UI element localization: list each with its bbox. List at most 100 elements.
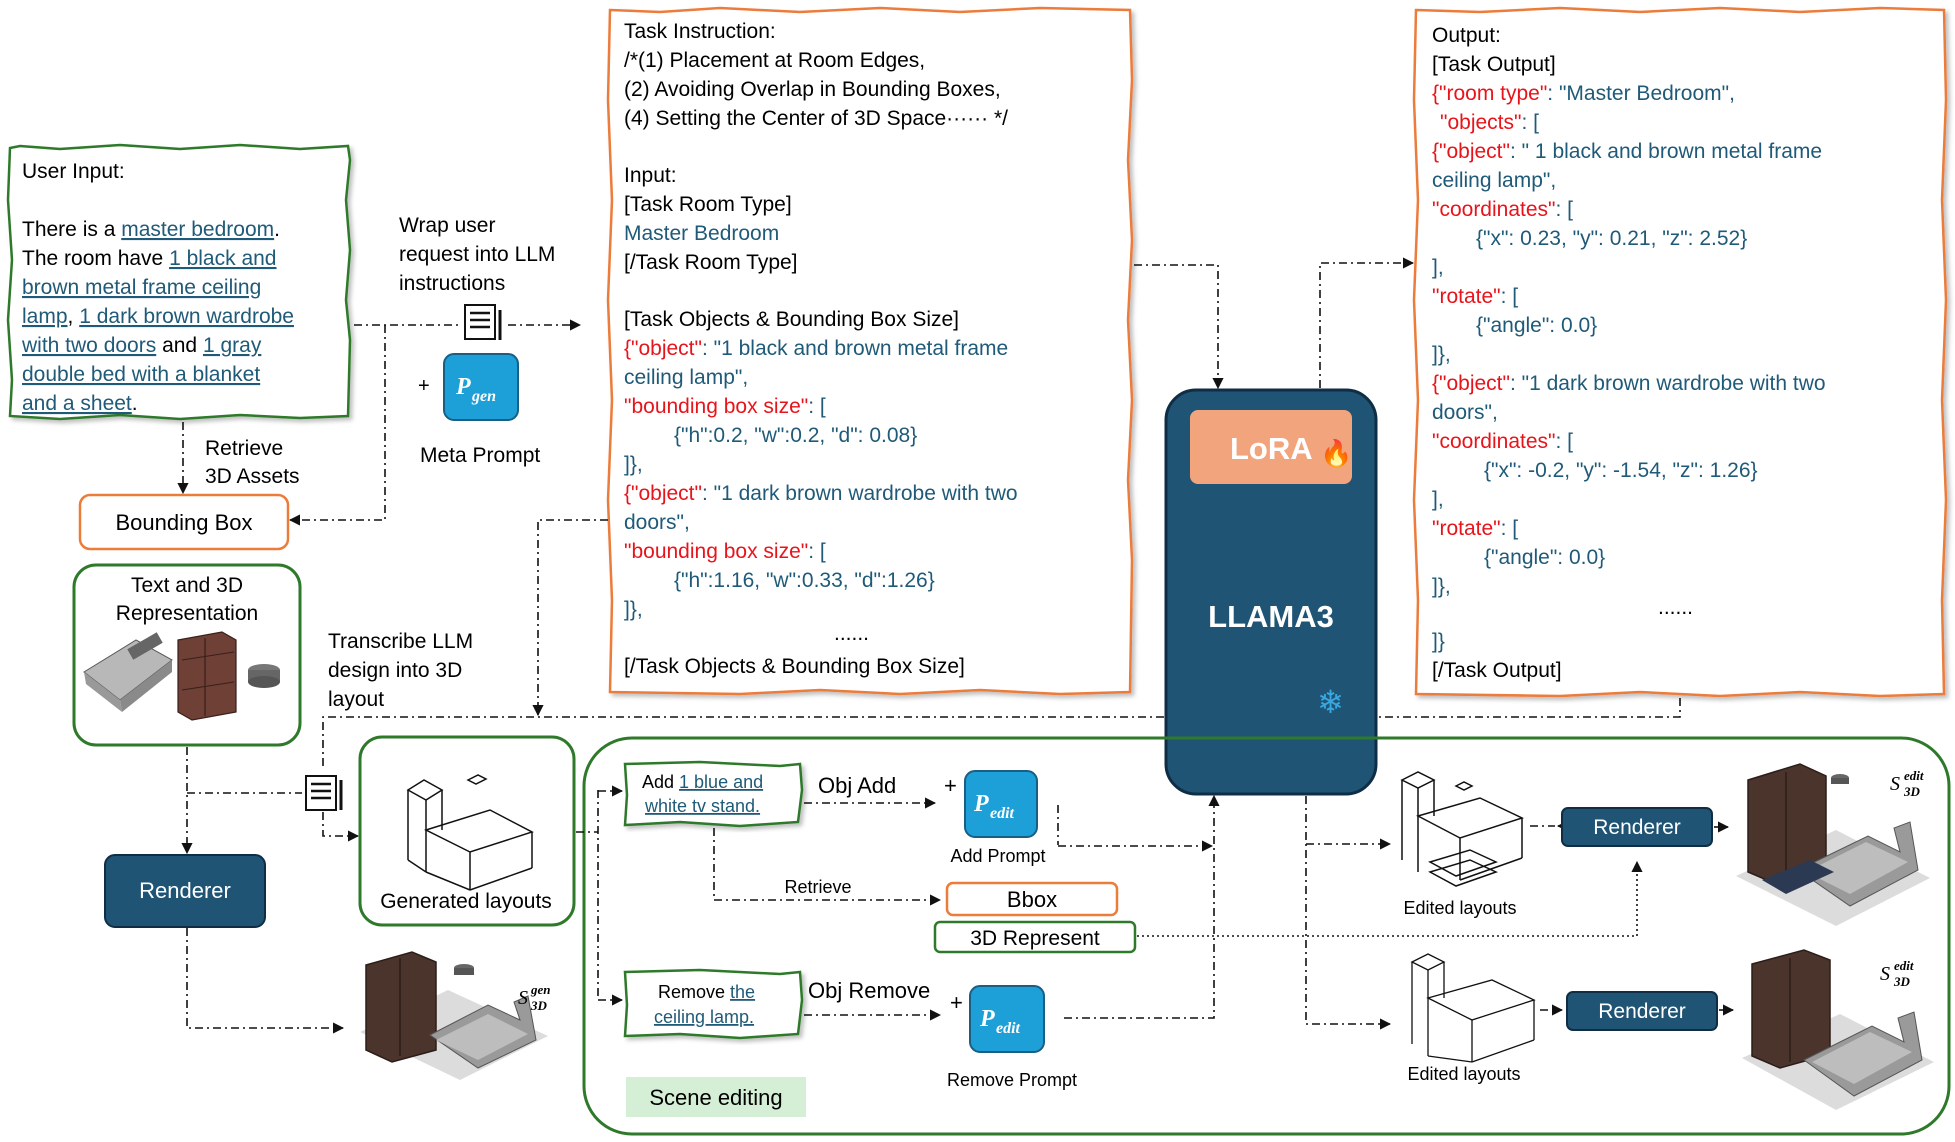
wrap-label-1: Wrap user bbox=[399, 214, 495, 237]
3d-represent-node: 3D Represent bbox=[933, 920, 1137, 954]
edited-layouts-label-1: Edited layouts bbox=[1403, 898, 1516, 918]
p-gen-badge: P gen bbox=[443, 353, 519, 421]
renderer-edit-2: Renderer bbox=[1566, 991, 1718, 1031]
output-objects-line: "objects": [ bbox=[1440, 111, 1539, 134]
user-input-line4: lamp, 1 dark brown wardrobe bbox=[22, 305, 294, 328]
output-room-line: {"room type": "Master Bedroom", bbox=[1432, 82, 1735, 105]
task-objects-open: [Task Objects & Bounding Box Size] bbox=[624, 308, 959, 331]
add-box-line2: white tv stand. bbox=[644, 796, 760, 816]
svg-text:edit: edit bbox=[1904, 768, 1924, 783]
svg-text:Renderer: Renderer bbox=[1593, 816, 1681, 839]
plus-add: + bbox=[944, 773, 957, 798]
output-coord2-values: {"x": -0.2, "y": -1.54, "z": 1.26} bbox=[1484, 459, 1758, 482]
svg-text:edit: edit bbox=[990, 805, 1015, 822]
text-3d-title-2: Representation bbox=[116, 602, 258, 625]
user-input-line6: double bed with a blanket bbox=[22, 363, 260, 386]
task-obj2-line2: doors", bbox=[624, 511, 690, 534]
fire-icon: 🔥 bbox=[1320, 438, 1352, 468]
scene-editing-tag: Scene editing bbox=[626, 1077, 806, 1117]
output-obj1-line: {"object": " 1 black and brown metal fra… bbox=[1432, 140, 1822, 163]
output-close: [/Task Output] bbox=[1432, 659, 1562, 682]
task-bbox2-line: "bounding box size": [ bbox=[624, 540, 826, 563]
transcribe-document-icon bbox=[305, 775, 343, 811]
p-gen-sub: gen bbox=[471, 388, 496, 405]
s-gen-label: S gen 3D bbox=[518, 982, 551, 1013]
output-angle2: {"angle": 0.0} bbox=[1484, 546, 1605, 569]
output-rotate1-line: "rotate": [ bbox=[1432, 285, 1518, 308]
output-feedback-line-right bbox=[1378, 698, 1681, 718]
obj-remove-label: Obj Remove bbox=[808, 978, 930, 1003]
p-gen-symbol: P bbox=[455, 374, 471, 400]
remove-to-llama-arrow bbox=[1064, 794, 1220, 1019]
bed-asset-thumbnail bbox=[83, 632, 173, 712]
svg-text:3D: 3D bbox=[1893, 974, 1911, 989]
svg-text:S: S bbox=[1880, 963, 1890, 985]
task-bbox2-values: {"h":1.16, "w":0.33, "d":1.26} bbox=[674, 569, 935, 592]
user-input-title: User Input: bbox=[22, 160, 125, 183]
wardrobe-asset-thumbnail bbox=[177, 631, 237, 721]
renderer-edit-1: Renderer bbox=[1561, 807, 1713, 847]
output-coord1-close: ], bbox=[1432, 256, 1444, 279]
output-ellipsis: ...... bbox=[1658, 596, 1693, 619]
add-request-box: Add 1 blue and white tv stand. bbox=[623, 760, 804, 828]
svg-text:3D: 3D bbox=[530, 998, 548, 1013]
llama-to-edited2-arrow bbox=[1305, 796, 1392, 1030]
bounding-box-label: Bounding Box bbox=[116, 510, 253, 535]
output-feedback-line-left bbox=[322, 716, 1164, 770]
wrap-label-3: instructions bbox=[399, 272, 505, 295]
svg-text:edit: edit bbox=[996, 1020, 1021, 1037]
generated-layouts-box: Generated layouts bbox=[358, 735, 576, 927]
p-edit-remove-badge: P edit bbox=[969, 985, 1045, 1053]
s-edit-label-1: S edit 3D bbox=[1890, 768, 1924, 799]
edited-layouts-label-2: Edited layouts bbox=[1407, 1064, 1520, 1084]
generated-scene-render bbox=[360, 951, 548, 1080]
svg-text:gen: gen bbox=[530, 982, 551, 997]
task-rule-1: /*(1) Placement at Room Edges, bbox=[624, 49, 925, 72]
svg-text:P: P bbox=[973, 791, 989, 817]
llama3-label: LLAMA3 bbox=[1208, 599, 1334, 634]
task-room-open: [Task Room Type] bbox=[624, 193, 792, 216]
task-room-value: Master Bedroom bbox=[624, 222, 779, 245]
svg-text:Renderer: Renderer bbox=[1598, 1000, 1686, 1023]
renderer-to-scene-arrow bbox=[186, 928, 345, 1034]
transcribe-label-1: Transcribe LLM bbox=[328, 630, 473, 653]
transcribe-label-3: layout bbox=[328, 688, 384, 711]
task-room-close: [/Task Room Type] bbox=[624, 251, 798, 274]
plus-remove: + bbox=[950, 990, 963, 1015]
task-rule-2: (2) Avoiding Overlap in Bounding Boxes, bbox=[624, 78, 1001, 101]
svg-text:P: P bbox=[979, 1006, 995, 1032]
doc-to-layout-arrow bbox=[322, 812, 360, 842]
retrieve-label-1: Retrieve bbox=[205, 437, 283, 460]
output-rotate2-line: "rotate": [ bbox=[1432, 517, 1518, 540]
user-input-line7: and a sheet. bbox=[22, 392, 138, 415]
s-edit-label-2: S edit 3D bbox=[1880, 958, 1914, 989]
document-icon bbox=[464, 304, 502, 340]
meta-prompt-label: Meta Prompt bbox=[420, 444, 540, 467]
output-end: ]} bbox=[1432, 630, 1445, 653]
edited-scene-render-1 bbox=[1736, 763, 1930, 926]
output-coord1-values: {"x": 0.23, "y": 0.21, "z": 2.52} bbox=[1476, 227, 1747, 250]
output-obj1-close: ]}, bbox=[1432, 343, 1451, 366]
add-prompt-label: Add Prompt bbox=[950, 846, 1045, 866]
task-obj1-close: ]}, bbox=[624, 453, 643, 476]
output-obj2-line: {"object": "1 dark brown wardrobe with t… bbox=[1432, 372, 1826, 395]
task-instruction-box: Task Instruction: /*(1) Placement at Roo… bbox=[606, 6, 1134, 696]
user-input-line2: The room have 1 black and bbox=[22, 247, 277, 270]
remove-request-box: Remove the ceiling lamp. bbox=[623, 968, 804, 1040]
user-input-line3: brown metal frame ceiling bbox=[22, 276, 261, 299]
renderer-left: Renderer bbox=[104, 854, 266, 928]
output-obj1-line2: ceiling lamp", bbox=[1432, 169, 1556, 192]
task-rule-3: (4) Setting the Center of 3D Space······… bbox=[624, 107, 1008, 130]
output-angle1: {"angle": 0.0} bbox=[1476, 314, 1597, 337]
task-to-layout-arrow bbox=[532, 519, 608, 717]
transcribe-label-2: design into 3D bbox=[328, 659, 462, 682]
edited-layout-1-wireframe bbox=[1400, 771, 1525, 887]
snowflake-icon: ❄ bbox=[1317, 684, 1344, 720]
retrieve-bbox-arrow bbox=[713, 828, 942, 906]
output-open: [Task Output] bbox=[1432, 53, 1556, 76]
output-box: Output: [Task Output] {"room type": "Mas… bbox=[1412, 6, 1948, 698]
remove-box-line2: ceiling lamp. bbox=[654, 1007, 754, 1027]
wrap-to-bbox-arrow bbox=[288, 325, 386, 526]
task-bbox1-values: {"h":0.2, "w":0.2, "d": 0.08} bbox=[674, 424, 917, 447]
